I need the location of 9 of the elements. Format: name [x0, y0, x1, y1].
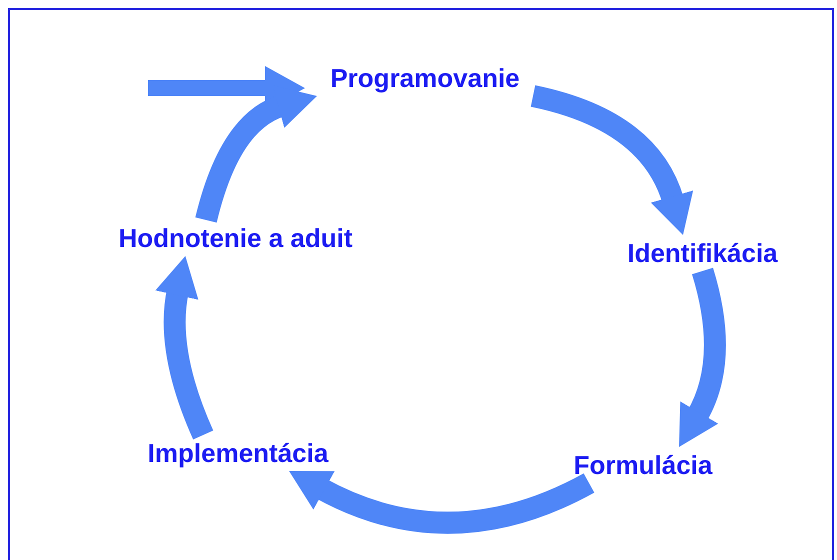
step-label: Programovanie [330, 62, 520, 94]
cycle-arrow [530, 85, 692, 234]
cycle-arrow [155, 256, 214, 440]
step-label: Hodnotenie a aduit [118, 222, 352, 254]
step-label: Implementácia [148, 438, 328, 468]
cycle-arrow [288, 470, 594, 534]
step-label: Formulácia [574, 450, 712, 480]
step-label: Identifikácia [627, 238, 778, 268]
cycle-arrow [680, 268, 726, 448]
